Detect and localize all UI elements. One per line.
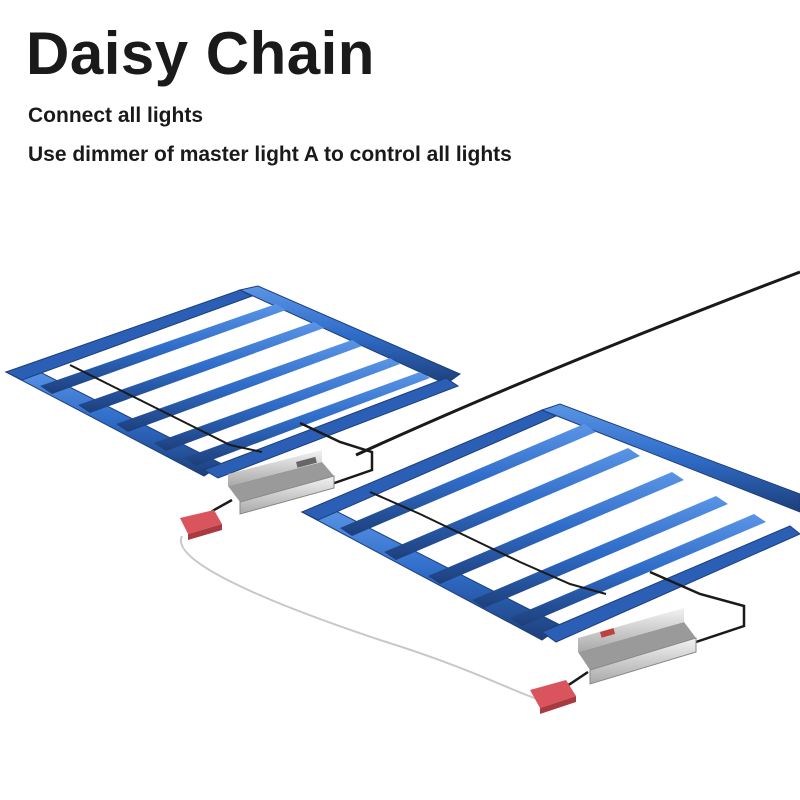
light-a-bar (40, 304, 286, 394)
light-a-harness (299, 421, 374, 490)
light-a-bar (78, 322, 324, 413)
light-b-harness (369, 491, 607, 595)
link-cable (179, 535, 541, 701)
light-a-bar (154, 358, 400, 451)
light-b-back-rail (540, 403, 800, 513)
driver-b (578, 608, 697, 685)
power-cable (355, 270, 800, 457)
connector-a (180, 510, 222, 540)
light-a-bar (184, 372, 430, 466)
page-title: Daisy Chain (26, 20, 375, 87)
light-b-bar (510, 514, 766, 626)
light-b-bar (472, 496, 728, 608)
light-b-bar (384, 448, 640, 560)
light-a-bar (116, 340, 362, 432)
driver-a (228, 450, 335, 515)
light-a-left-rail (4, 289, 254, 381)
light-a-harness (69, 364, 263, 453)
light-b-harness (649, 570, 746, 646)
light-b-left-rail (300, 409, 558, 521)
connector-b (530, 680, 576, 714)
light-b-bar (428, 472, 684, 584)
light-a-back-rail (238, 285, 462, 385)
light-b (300, 403, 800, 646)
light-a-right-rail (202, 377, 460, 479)
light-b-right-rail (540, 525, 800, 643)
subtitle-connect: Connect all lights (28, 104, 204, 127)
subtitle-dimmer: Use dimmer of master light A to control … (28, 143, 512, 166)
light-a (4, 285, 462, 490)
